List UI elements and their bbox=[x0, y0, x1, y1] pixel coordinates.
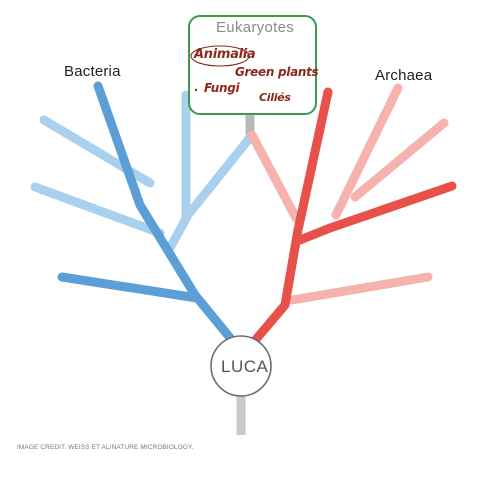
archaea-main-lineage bbox=[242, 87, 333, 355]
bacteria-dark-branches bbox=[57, 81, 245, 355]
luca-circle bbox=[210, 335, 272, 397]
animalia-label: Animalia bbox=[194, 47, 256, 62]
archaea-label: Archaea bbox=[375, 67, 433, 84]
green-plants-label: Green plants bbox=[235, 65, 319, 79]
bacteria-light-branch bbox=[39, 115, 155, 188]
archaea-light-branch bbox=[247, 130, 301, 223]
bacteria-light-branch bbox=[30, 182, 165, 238]
luca-label: LUCA bbox=[221, 357, 269, 376]
archaea-dark-branches bbox=[242, 87, 457, 355]
archaea-light-branches bbox=[247, 83, 449, 305]
archaea-light-branch bbox=[287, 272, 433, 305]
bacteria-label: Bacteria bbox=[64, 63, 121, 80]
fungi-mark bbox=[194, 88, 198, 92]
eukaryotes-label: Eukaryotes bbox=[216, 19, 295, 36]
bacteria-dark-branch bbox=[57, 272, 202, 303]
archaea-light-branch bbox=[350, 118, 449, 202]
ciliates-label: Ciliés bbox=[259, 91, 291, 104]
bacteria-light-branches bbox=[30, 90, 257, 253]
eukaryotes-box bbox=[188, 15, 317, 115]
animalia-circle bbox=[190, 45, 250, 67]
eukaryote-light-branch bbox=[165, 130, 257, 253]
bacteria-main-lineage bbox=[93, 81, 245, 355]
archaea-dark-branch bbox=[295, 181, 457, 245]
image-credit: IMAGE CREDIT: WEISS ET AL/NATURE MICROBI… bbox=[17, 444, 194, 451]
fungi-label: Fungi bbox=[204, 81, 240, 95]
archaea-light-branch bbox=[331, 83, 403, 220]
